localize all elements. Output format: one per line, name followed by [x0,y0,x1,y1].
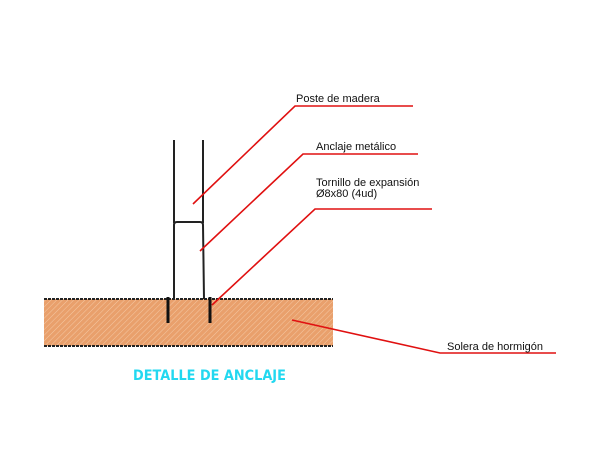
leader-anchor [199,153,418,252]
leader-post [192,105,413,205]
leader-slab [291,319,556,354]
label-slab: Solera de hormigón [447,341,544,353]
wood-post [173,140,204,223]
concrete-slab [44,298,333,347]
leader-lines [192,105,556,354]
drawing-title: DETALLE DE ANCLAJE [133,368,286,384]
expansion-bolts [166,297,212,323]
label-bolt-line1: Tornillo de expansión [316,177,420,189]
leader-bolt [211,208,432,306]
label-bolt-line2: Ø8x80 (4ud) [316,188,378,200]
label-anchor: Anclaje metálico [316,141,397,153]
metal-anchor [173,221,205,300]
label-post: Poste de madera [296,93,380,105]
